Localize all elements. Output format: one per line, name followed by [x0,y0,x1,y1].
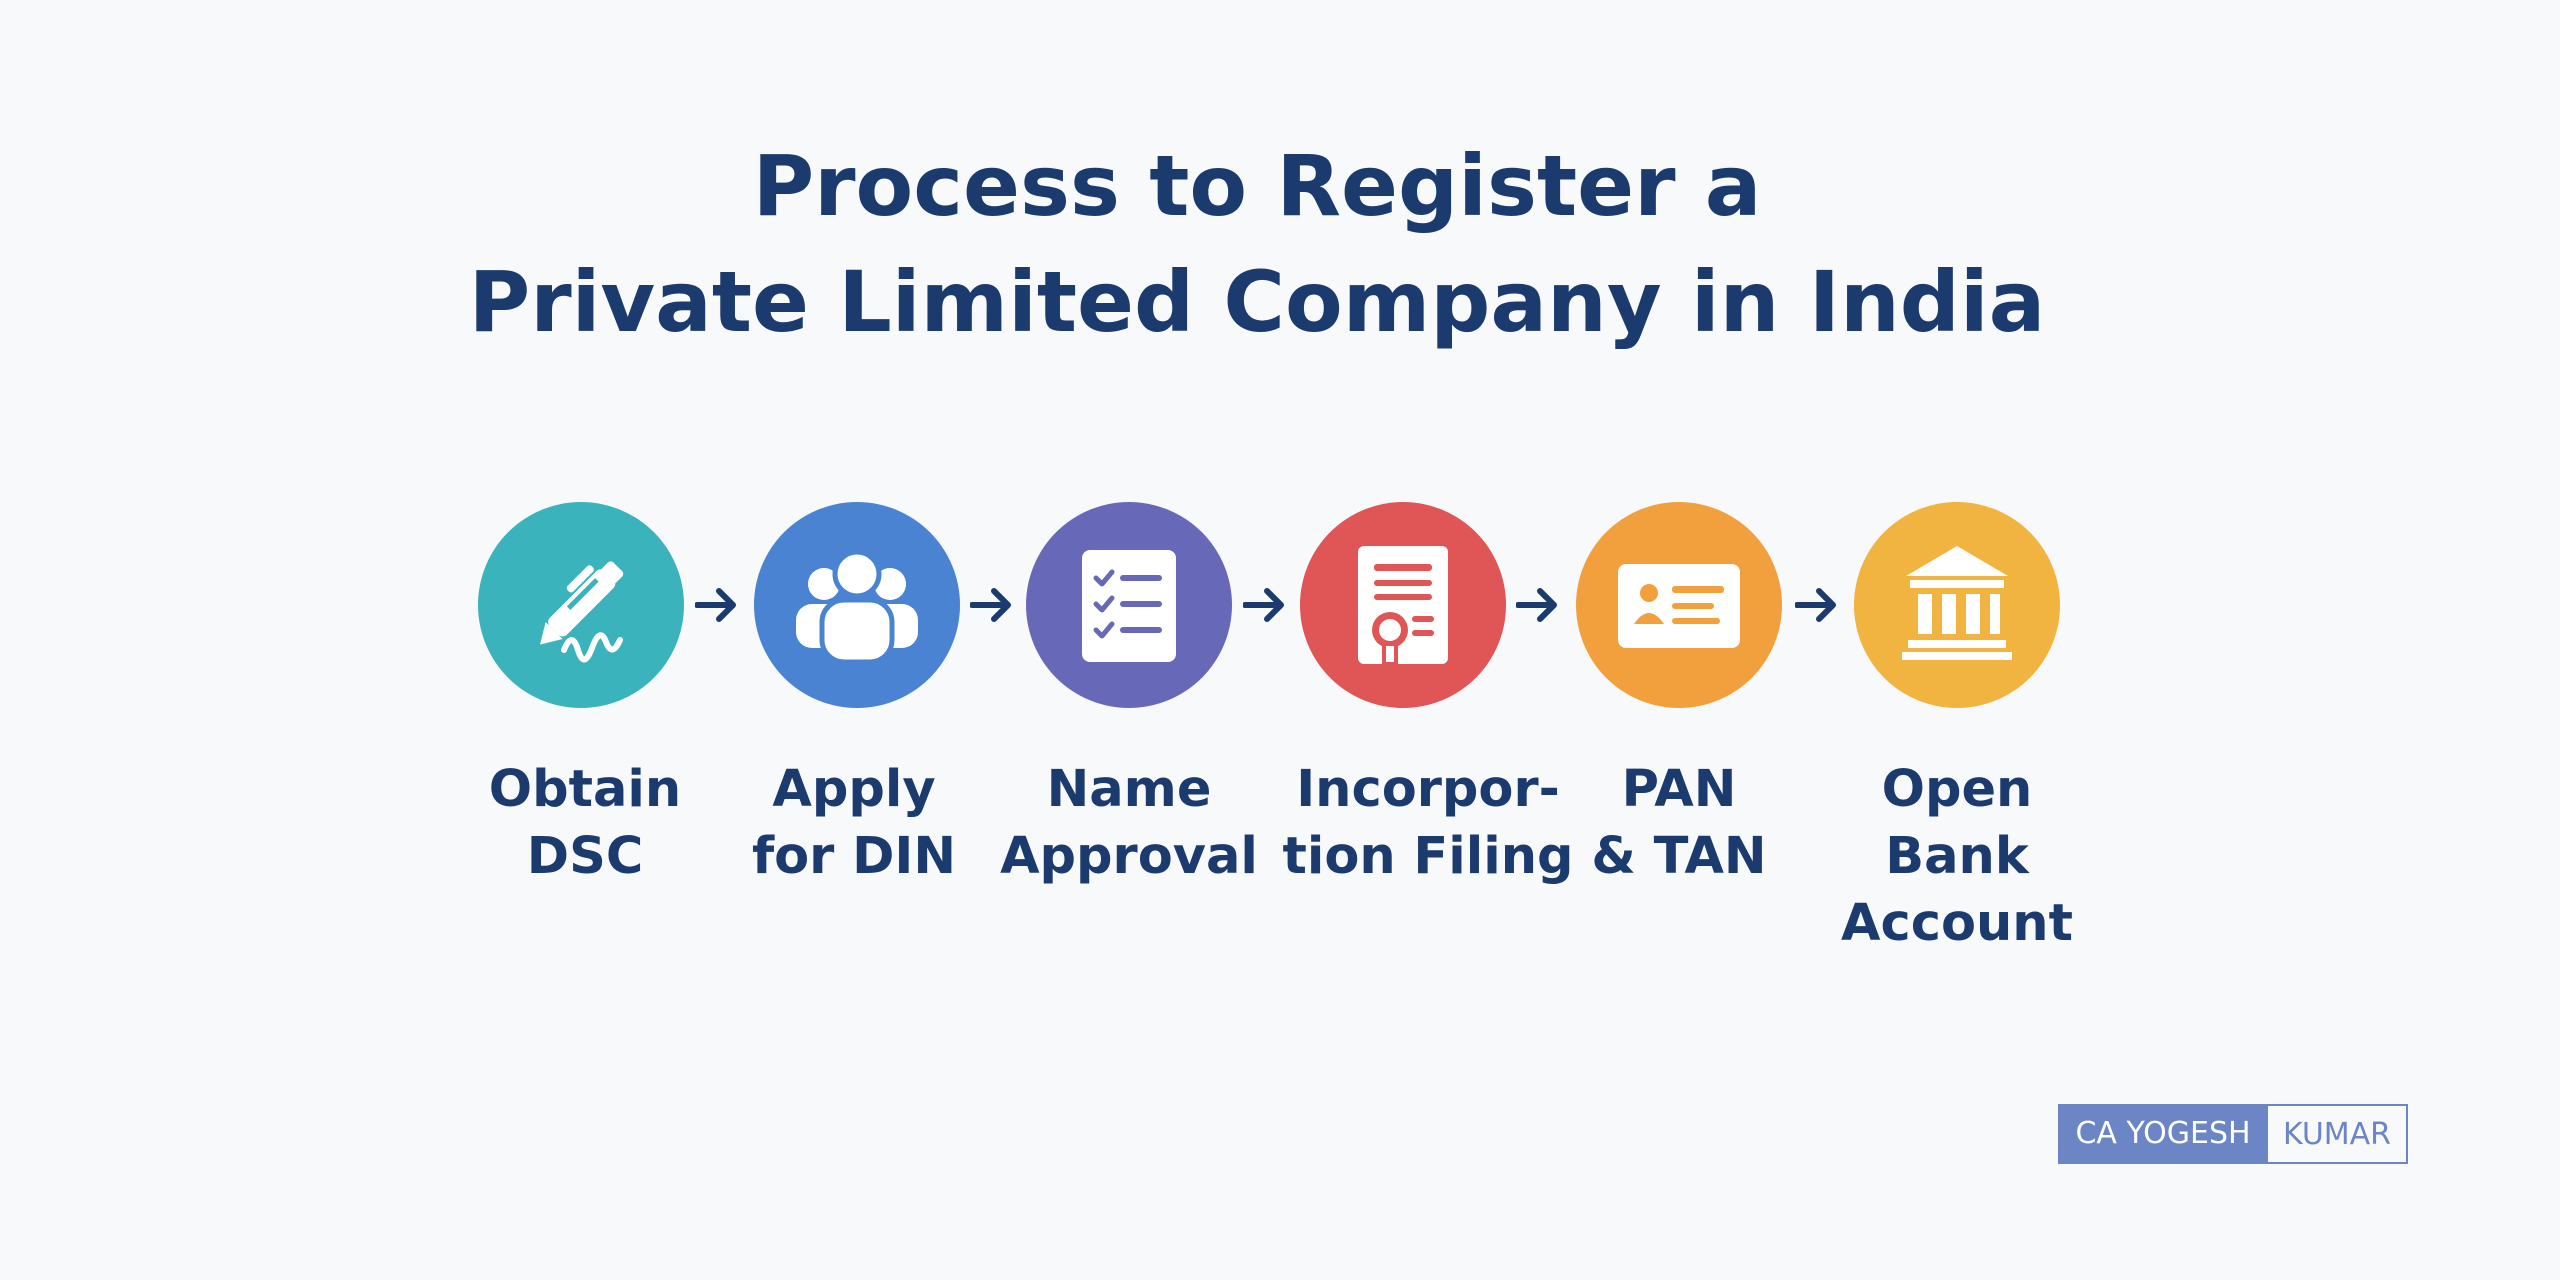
arrow-right-icon [970,588,1011,622]
pen-signature-icon [539,561,624,663]
step-icon-incorporation-filing [1300,502,1506,708]
brand-name-first: CA YOGESH [2058,1104,2268,1164]
step-icon-pan-tan [1576,502,1782,708]
brand-name-last: KUMAR [2268,1104,2408,1164]
title-line-1: Process to Register a [752,137,1762,235]
step-label-apply-din: Apply for DIN [751,760,957,886]
title-line-2: Private Limited Company in India [468,253,2046,351]
certificate-icon [1358,546,1448,666]
step-icon-open-bank-account [1854,502,2060,708]
brand-logo: CA YOGESH KUMAR [2058,1104,2408,1164]
arrow-right-icon [1795,588,1836,622]
step-icon-apply-din [754,502,960,708]
arrow-right-icon [1243,588,1284,622]
step-icon-name-approval [1026,502,1232,708]
checklist-icon [1082,550,1176,662]
id-card-icon [1618,564,1740,648]
step-label-name-approval: Name Approval [1000,760,1258,886]
bank-building-icon [1902,546,2012,660]
arrow-right-icon [1516,588,1557,622]
arrow-right-icon [695,588,736,622]
step-label-obtain-dsc: Obtain DSC [488,760,682,886]
people-group-icon [796,549,918,665]
step-icon-obtain-dsc [478,502,684,708]
step-label-open-bank-account: Open Bank Account [1841,760,2073,953]
page-title: Process to Register a Private Limited Co… [0,128,2514,360]
step-label-pan-tan: PAN & TAN [1591,760,1767,886]
step-label-incorporation-filing: Incorpor- tion Filing [1282,760,1574,886]
